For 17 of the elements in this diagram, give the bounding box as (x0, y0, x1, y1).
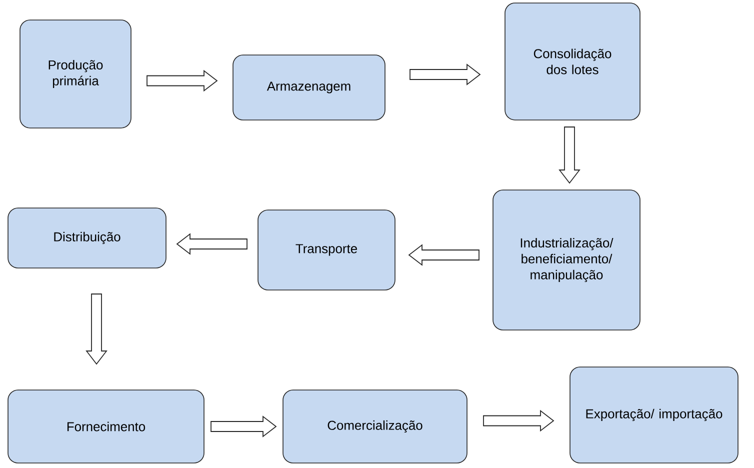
process-box: Fornecimento (8, 390, 204, 464)
process-box: Exportação/ importação (570, 366, 738, 464)
process-box: Comercialização (282, 390, 468, 464)
process-box: Produção primária (20, 20, 132, 128)
process-box: Transporte (258, 210, 396, 290)
block-arrow (558, 126, 580, 184)
block-arrow (210, 416, 277, 438)
process-box: Distribuição (8, 208, 166, 268)
process-box: Armazenagem (232, 54, 386, 120)
process-box: Industrialização/ beneficiamento/ manipulação (492, 190, 640, 330)
block-arrow (408, 244, 480, 266)
block-arrow (146, 70, 218, 92)
block-arrow (483, 410, 554, 432)
block-arrow (176, 233, 248, 255)
block-arrow (86, 294, 108, 365)
block-arrow (410, 64, 481, 86)
process-box: Consolidação dos lotes (504, 2, 640, 120)
